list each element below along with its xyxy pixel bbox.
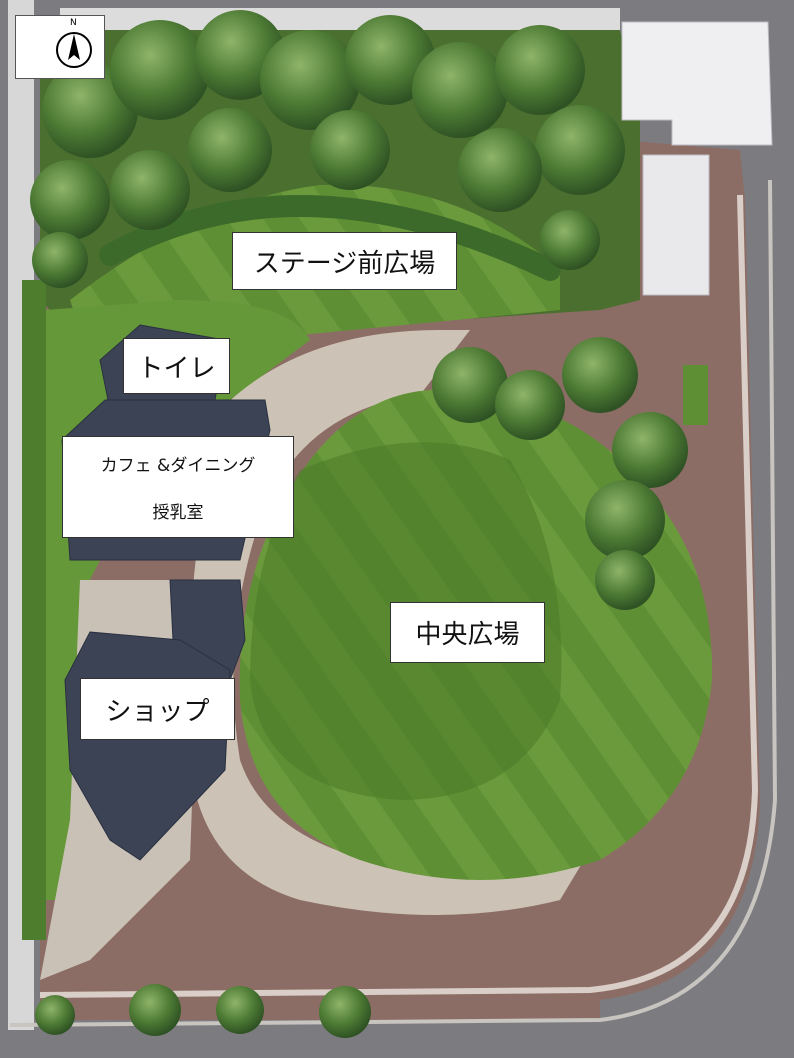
shop-text: ショップ: [105, 696, 210, 727]
toilet-label: トイレ: [123, 338, 230, 394]
white-building-south: [642, 154, 710, 296]
cafe-dining-text: カフェ &ダイニング: [100, 456, 256, 476]
street-curb: [9, 179, 778, 1027]
street-trees: [35, 984, 371, 1038]
east-lawn: [683, 365, 708, 425]
white-building-north: [621, 21, 773, 146]
site-curb: [39, 194, 759, 998]
stage-plaza-label: ステージ前広場: [232, 232, 457, 290]
toilet-text: トイレ: [137, 353, 216, 384]
stage-plaza-text: ステージ前広場: [253, 248, 436, 279]
north-trees: [30, 10, 625, 288]
shop-label: ショップ: [80, 678, 235, 740]
north-arrow-icon: [56, 32, 92, 68]
east-trees: [432, 337, 688, 610]
central-plaza-text: 中央広場: [415, 620, 520, 650]
north-compass: N: [15, 15, 105, 79]
light-walkway: [188, 330, 590, 915]
west-hedge: [22, 280, 46, 940]
nursing-room-text: 授乳室: [152, 503, 204, 523]
north-letter: N: [70, 18, 77, 28]
cafe-dining-label: カフェ &ダイニング 授乳室: [62, 436, 294, 538]
central-plaza-label: 中央広場: [390, 602, 545, 663]
hedge-arc: [99, 195, 561, 281]
